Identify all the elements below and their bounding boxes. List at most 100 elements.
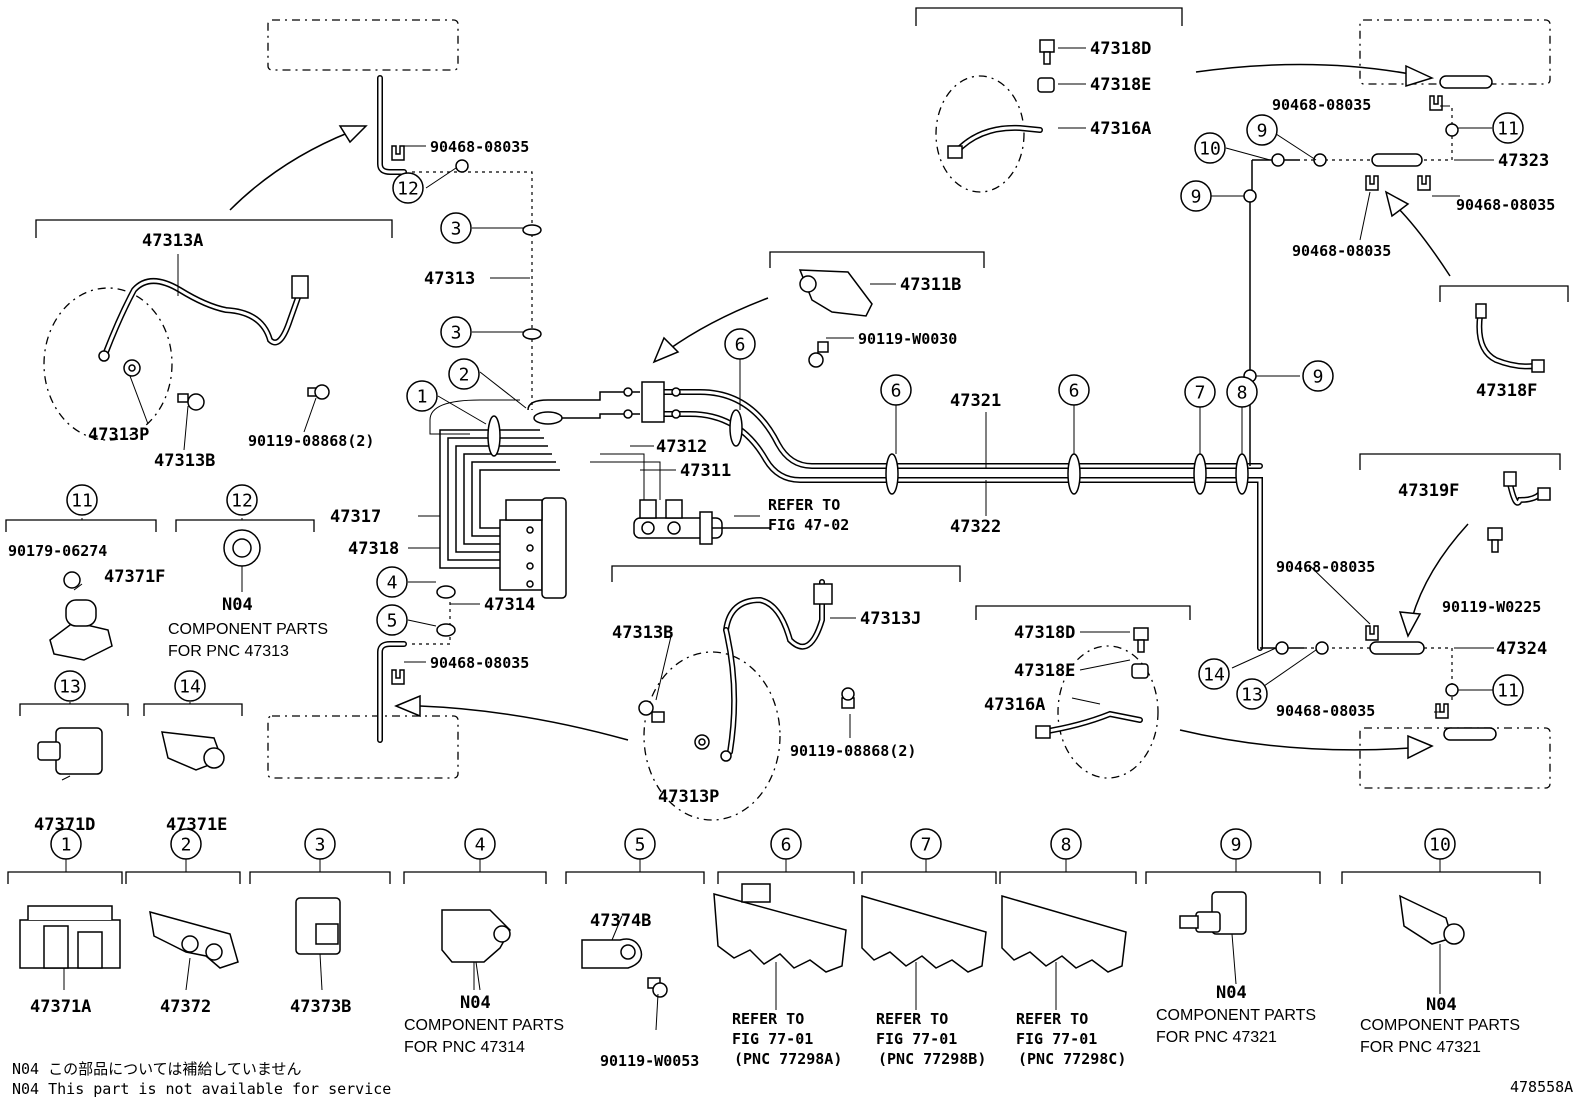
- label-47371F: 47371F: [104, 567, 165, 587]
- svg-text:11: 11: [71, 491, 93, 512]
- label-47318: 47318: [348, 539, 399, 559]
- callout-6-a: 6: [724, 328, 756, 360]
- callout-12-top: 12: [392, 172, 424, 204]
- svg-text:4: 4: [387, 573, 398, 594]
- callout-9-c: 9: [1302, 360, 1334, 392]
- note-english: N04 This part is not available for servi…: [12, 1080, 391, 1098]
- refer-7-line2: FIG 77-01: [876, 1030, 957, 1048]
- callout-6-b: 6: [880, 374, 912, 406]
- callout-3-a: 3: [440, 212, 472, 244]
- svg-text:7: 7: [1195, 383, 1206, 404]
- svg-text:12: 12: [397, 179, 419, 200]
- component-parts-9-line1: COMPONENT PARTS: [1156, 1007, 1316, 1024]
- callout-10-legend: 10: [1424, 828, 1456, 860]
- svg-text:11: 11: [1497, 119, 1519, 140]
- pipe-clip-symbols: [391, 95, 1449, 719]
- label-90468-08035-top: 90468-08035: [430, 138, 529, 156]
- callout-12-legend: 12: [226, 484, 258, 516]
- component-parts-10-line1: COMPONENT PARTS: [1360, 1017, 1520, 1034]
- detail-circles: [43, 75, 1159, 821]
- refer-fig-47-02-line1: REFER TO: [768, 496, 840, 514]
- svg-text:14: 14: [179, 677, 201, 698]
- label-47311B: 47311B: [900, 275, 961, 295]
- label-47313B-top: 47313B: [154, 451, 215, 471]
- label-47371E: 47371E: [166, 815, 227, 835]
- callout-3-legend: 3: [304, 828, 336, 860]
- component-parts-4-line1: COMPONENT PARTS: [404, 1017, 564, 1034]
- svg-text:13: 13: [1241, 685, 1263, 706]
- label-90179-06274: 90179-06274: [8, 542, 107, 560]
- label-47372: 47372: [160, 997, 211, 1017]
- refer-6-line2: FIG 77-01: [732, 1030, 813, 1048]
- callout-7-legend: 7: [910, 828, 942, 860]
- callout-2-legend: 2: [170, 828, 202, 860]
- callout-11-legend: 11: [66, 484, 98, 516]
- callout-14-legend: 14: [174, 670, 206, 702]
- callout-7: 7: [1184, 376, 1216, 408]
- label-47324: 47324: [1496, 639, 1547, 659]
- label-47312: 47312: [656, 437, 707, 457]
- label-47318E-top: 47318E: [1090, 75, 1151, 95]
- svg-text:13: 13: [59, 677, 81, 698]
- label-90468-08035-r4: 90468-08035: [1276, 558, 1375, 576]
- abs-actuator: [499, 497, 567, 599]
- label-47313P-mid: 47313P: [658, 787, 719, 807]
- svg-text:9: 9: [1257, 121, 1268, 142]
- label-47321: 47321: [950, 391, 1001, 411]
- svg-text:10: 10: [1199, 139, 1221, 160]
- label-47318F: 47318F: [1476, 381, 1537, 401]
- refer-7-line1: REFER TO: [876, 1010, 948, 1028]
- refer-7-line3: (PNC 77298B): [878, 1050, 986, 1068]
- callout-1: 1: [406, 380, 438, 412]
- component-parts-12-line1: COMPONENT PARTS: [168, 621, 328, 638]
- svg-text:6: 6: [1069, 381, 1080, 402]
- pipe-clamps: [436, 123, 1459, 697]
- svg-text:5: 5: [635, 835, 646, 856]
- svg-text:6: 6: [781, 835, 792, 856]
- callout-13-mid: 13: [1236, 678, 1268, 710]
- label-47318E-bot: 47318E: [1014, 661, 1075, 681]
- svg-text:10: 10: [1429, 835, 1451, 856]
- svg-text:6: 6: [735, 335, 746, 356]
- component-parts-12-line2: FOR PNC 47313: [168, 643, 289, 660]
- svg-text:9: 9: [1191, 187, 1202, 208]
- callout-3-b: 3: [440, 316, 472, 348]
- component-parts-9-line2: FOR PNC 47321: [1156, 1029, 1277, 1046]
- label-47311: 47311: [680, 461, 731, 481]
- svg-text:2: 2: [459, 365, 470, 386]
- callout-10-a: 10: [1194, 132, 1226, 164]
- callout-11-a: 11: [1492, 112, 1524, 144]
- svg-text:3: 3: [451, 219, 462, 240]
- svg-text:4: 4: [475, 835, 486, 856]
- label-47316A-top: 47316A: [1090, 119, 1151, 139]
- refer-6-line3: (PNC 77298A): [734, 1050, 842, 1068]
- callout-8-legend: 8: [1050, 828, 1082, 860]
- label-47318D-bot: 47318D: [1014, 623, 1075, 643]
- svg-text:14: 14: [1203, 665, 1225, 686]
- callout-4: 4: [376, 566, 408, 598]
- svg-text:8: 8: [1061, 835, 1072, 856]
- direction-arrows: [229, 63, 1469, 760]
- label-90468-08035-r1: 90468-08035: [1272, 96, 1371, 114]
- label-47371D: 47371D: [34, 815, 95, 835]
- n04-12: N04: [222, 595, 253, 615]
- callout-2: 2: [448, 358, 480, 390]
- label-90119-08868-top: 90119-08868(2): [248, 432, 374, 450]
- label-47313P-top: 47313P: [88, 425, 149, 445]
- component-parts-10-line2: FOR PNC 47321: [1360, 1039, 1481, 1056]
- label-90468-08035-left: 90468-08035: [430, 654, 529, 672]
- label-90119-W0053: 90119-W0053: [600, 1052, 699, 1070]
- svg-text:9: 9: [1313, 367, 1324, 388]
- part-labels: 47313A 47313P 47313B 90119-08868(2) 9046…: [8, 39, 1555, 1070]
- svg-text:12: 12: [231, 491, 253, 512]
- label-47317: 47317: [330, 507, 381, 527]
- callout-13-legend: 13: [54, 670, 86, 702]
- callout-11-b: 11: [1492, 674, 1524, 706]
- callout-6-legend: 6: [770, 828, 802, 860]
- brake-pipes: [377, 75, 1497, 743]
- label-47314: 47314: [484, 595, 535, 615]
- label-90468-08035-r5: 90468-08035: [1276, 702, 1375, 720]
- callout-9-b: 9: [1180, 180, 1212, 212]
- reference-outline-boxes: [267, 19, 1551, 789]
